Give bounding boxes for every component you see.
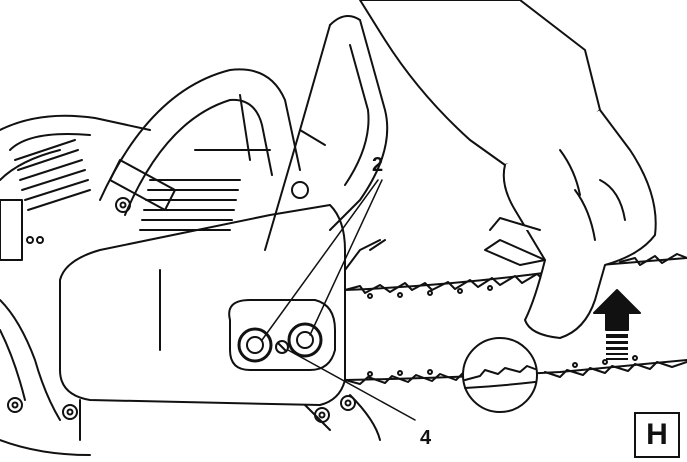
up-arrow <box>593 289 641 360</box>
top-grille-icon <box>115 179 241 231</box>
bar-nut-right-icon <box>287 322 323 358</box>
callout-4: 4 <box>420 427 432 449</box>
clutch-cover <box>59 204 386 441</box>
leader-lines <box>261 179 416 421</box>
bar-nut-left-icon <box>237 327 273 363</box>
callout-2: 2 <box>372 154 384 176</box>
gloved-hand <box>359 0 657 339</box>
cooling-vents-icon <box>14 139 91 211</box>
chain-detail-magnifier <box>462 337 538 413</box>
rear-handle <box>264 15 389 251</box>
figure-letter: H <box>634 412 680 458</box>
front-handle <box>99 68 301 216</box>
guide-bar <box>344 253 687 385</box>
tension-screw-icon <box>275 340 289 354</box>
engine-housing <box>0 114 151 456</box>
